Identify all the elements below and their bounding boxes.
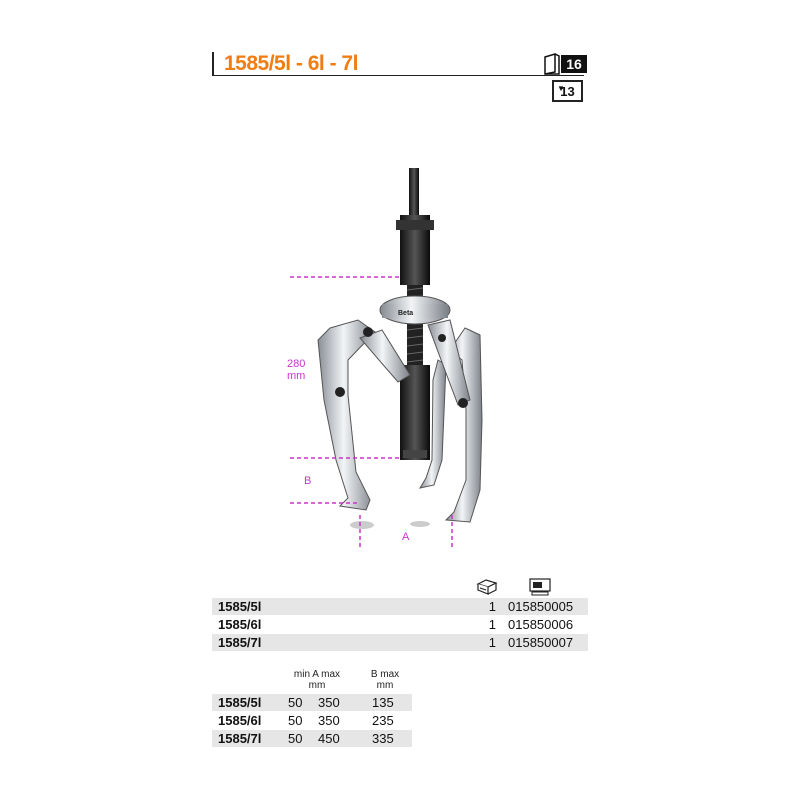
b-max: 135 — [372, 695, 394, 710]
catalog-page-badge: 16 — [561, 55, 587, 73]
column-header-b-label: B max — [370, 669, 400, 680]
table-row: 1585/6l 50 350 235 — [212, 712, 412, 729]
a-min: 50 — [288, 713, 303, 728]
three-jaw-puller-image: Beta — [317, 168, 483, 529]
computer-icon — [529, 578, 551, 596]
a-min: 50 — [288, 731, 303, 746]
column-header-a-label: min A max — [293, 669, 341, 680]
column-header-b-unit: mm — [376, 680, 394, 691]
b-dimension-label: B — [304, 475, 312, 487]
height-unit: mm — [287, 370, 306, 382]
table-row: 1585/5l 50 350 135 — [212, 694, 412, 711]
a-max: 350 — [318, 713, 340, 728]
column-header-b: B max mm — [360, 669, 410, 691]
column-header-a-unit: mm — [308, 680, 326, 691]
quantity: 1 — [488, 617, 496, 632]
section-badge-number: 13 — [560, 84, 575, 99]
title-underline — [212, 75, 584, 76]
quantity: 1 — [488, 635, 496, 650]
height-dimension-label: 280 mm — [287, 358, 305, 382]
article-number: 015850005 — [508, 599, 574, 614]
article-number: 015850007 — [508, 635, 574, 650]
title-rule — [212, 52, 214, 76]
a-max: 450 — [318, 731, 340, 746]
arrow-down-icon: ▼ — [557, 84, 565, 93]
page-title: 1585/5l - 6l - 7l — [224, 52, 358, 75]
article-number: 015850006 — [508, 617, 574, 632]
product-code: 1585/5l — [218, 695, 262, 710]
b-max: 335 — [372, 731, 394, 746]
product-code: 1585/7l — [218, 635, 262, 650]
a-max: 350 — [318, 695, 340, 710]
a-min: 50 — [288, 695, 303, 710]
quantity: 1 — [488, 599, 496, 614]
b-max: 235 — [372, 713, 394, 728]
height-value: 280 — [287, 358, 306, 370]
book-icon — [544, 53, 560, 75]
product-code: 1585/5l — [218, 599, 262, 614]
package-icon — [476, 579, 498, 595]
table-row: 1585/7l 1 015850007 — [212, 634, 588, 651]
dimension-guides — [290, 276, 453, 550]
a-dimension-label: A — [402, 531, 410, 543]
product-code: 1585/6l — [218, 617, 262, 632]
product-code: 1585/6l — [218, 713, 262, 728]
table-row: 1585/7l 50 450 335 — [212, 730, 412, 747]
table-row: 1585/5l 1 015850005 — [212, 598, 588, 615]
table-row: 1585/6l 1 015850006 — [212, 616, 588, 633]
brand-mark: Beta — [398, 310, 413, 317]
section-badge: ▼ 13 — [552, 80, 583, 102]
product-code: 1585/7l — [218, 731, 262, 746]
column-header-a: min A max mm — [282, 669, 352, 691]
